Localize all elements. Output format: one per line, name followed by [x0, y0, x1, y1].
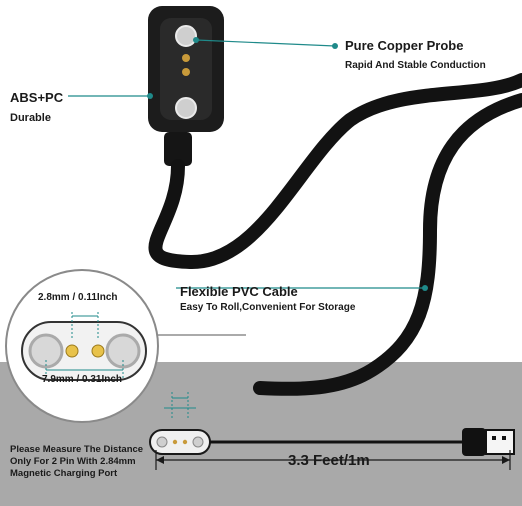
usb-plug [462, 428, 515, 456]
pole-top [175, 25, 197, 47]
probe-callout-line [195, 39, 336, 47]
cable-subtitle: Easy To Roll,Convenient For Storage [180, 302, 356, 313]
probe-subtitle: Rapid And Stable Conduction [345, 60, 486, 71]
outer-gap-label: 7.9mm / 0.31Inch [42, 374, 123, 385]
pin-bottom [182, 68, 190, 76]
cable-callout-dot [422, 285, 428, 291]
magnetic-head [148, 6, 224, 166]
length-label: 3.3 Feet/1m [288, 452, 370, 469]
pin-top [182, 54, 190, 62]
material-subtitle: Durable [10, 112, 51, 124]
cable-title: Flexible PVC Cable [180, 284, 298, 299]
probe-callout-dot [193, 37, 199, 43]
material-title: ABS+PC [10, 90, 64, 105]
material-callout-dot [147, 93, 153, 99]
probe-title: Pure Copper Probe [345, 38, 464, 53]
pole-bottom [175, 97, 197, 119]
strain-relief [164, 132, 192, 166]
notice-line-1: Please Measure The Distance [10, 444, 144, 455]
notice-line-3: Magnetic Charging Port [10, 468, 118, 479]
length-arrow [155, 450, 511, 470]
cable-path [148, 73, 522, 270]
small-connector [149, 392, 211, 455]
probe-callout-dot-end [332, 43, 338, 49]
measure-notice: Please Measure The Distance Only For 2 P… [10, 444, 160, 480]
zoom-circle [5, 269, 246, 423]
pin-gap-label: 2.8mm / 0.11Inch [38, 292, 118, 303]
notice-line-2: Only For 2 Pin With 2.84mm [10, 456, 136, 467]
cable-path-2 [253, 93, 522, 396]
